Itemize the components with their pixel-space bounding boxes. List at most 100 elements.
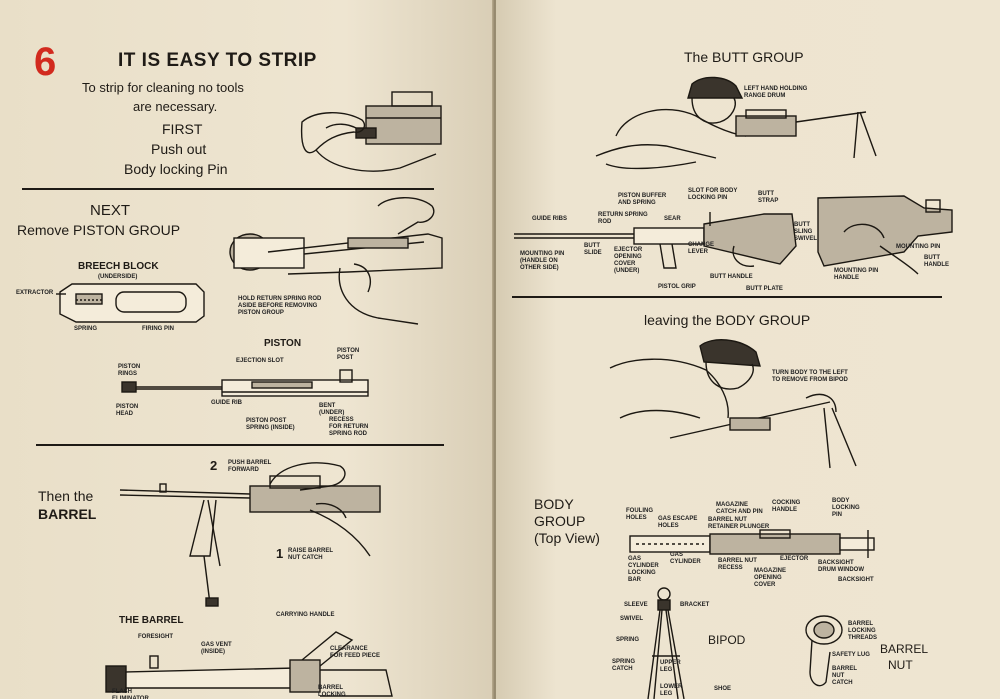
- remove-piston-group-heading: Remove PISTON GROUP: [17, 222, 181, 238]
- barrel-heading: BARREL: [38, 506, 97, 522]
- butt-group-illustration: [514, 212, 797, 269]
- piston-head-label: PISTON HEAD: [116, 404, 139, 417]
- barrel-nut-title-2: NUT: [888, 658, 913, 672]
- piston-post-spring-label: PISTON POST SPRING (INSIDE): [246, 418, 295, 431]
- magazine-opening-cover-label: MAGAZINE OPENING COVER: [754, 568, 786, 588]
- fouling-holes-label: FOULING HOLES: [626, 508, 653, 521]
- section-divider-2: [36, 444, 444, 446]
- push-barrel-forward-label: PUSH BARREL FORWARD: [228, 460, 272, 473]
- turn-body-label: TURN BODY TO THE LEFT TO REMOVE FROM BIP…: [772, 370, 848, 383]
- ejection-slot-label: EJECTION SLOT: [236, 358, 284, 364]
- bracket-label: BRACKET: [680, 602, 710, 608]
- body-group-top-view-illustration: [629, 529, 875, 558]
- barrel-locking-threads-label: BARREL LOCKING THREADS: [318, 685, 346, 698]
- pistol-grip-label: PISTOL GRIP: [658, 284, 696, 290]
- recess-return-label: RECESS FOR RETURN SPRING ROD: [329, 417, 369, 437]
- barrel-nut-catch-label: BARREL NUT CATCH: [832, 666, 857, 686]
- bent-under-label: BENT (UNDER): [319, 403, 345, 416]
- section-number: 6: [34, 40, 57, 84]
- mounting-pin-handle-label: MOUNTING PIN (HANDLE ON OTHER SIDE): [520, 251, 565, 271]
- underside-label: (UNDERSIDE): [98, 274, 138, 280]
- foresight-label: FORESIGHT: [138, 634, 174, 640]
- swivel-label: SWIVEL: [620, 616, 644, 622]
- body-locking-pin-2-label: BODY LOCKING PIN: [832, 498, 860, 518]
- spring-label: SPRING: [74, 326, 98, 332]
- magazine-catch-label: MAGAZINE CATCH AND PIN: [716, 502, 763, 515]
- butt-sling-swivel-label: BUTT SLING SWIVEL: [794, 222, 818, 242]
- butt-strap-label: BUTT STRAP: [758, 191, 779, 204]
- next-heading: NEXT: [90, 202, 131, 219]
- butt-slide-label: BUTT SLIDE: [584, 243, 602, 256]
- raise-barrel-nut-catch-label: RAISE BARREL NUT CATCH: [288, 548, 334, 561]
- hand-pushing-pin-illustration: [300, 91, 442, 172]
- butt-handle-2-label: BUTT HANDLE: [924, 255, 949, 268]
- sleeve-label: SLEEVE: [624, 602, 648, 608]
- piston-rings-label: PISTON RINGS: [118, 364, 141, 377]
- spring-catch-label: SPRING CATCH: [612, 659, 636, 672]
- bipod-title: BIPOD: [708, 633, 746, 647]
- extractor-label: EXTRACTOR: [16, 290, 54, 296]
- page-title: IT IS EASY TO STRIP: [118, 50, 317, 71]
- body-group-title-2: GROUP: [534, 513, 586, 529]
- shoe-label: SHOE: [714, 686, 732, 692]
- left-page: 6 IT IS EASY TO STRIP To strip for clean…: [0, 0, 494, 699]
- intro-line1: To strip for cleaning no tools: [82, 80, 244, 95]
- mounting-pin-handle-2-label: MOUNTING PIN HANDLE: [834, 268, 879, 281]
- barrel-removal-illustration: [119, 462, 381, 607]
- soldier-holding-butt-illustration: [595, 76, 877, 170]
- upper-leg-label: UPPER LEG: [660, 660, 681, 673]
- then-the-heading: Then the: [38, 488, 94, 504]
- gas-cylinder-locking-bar-label: GAS CYLINDER LOCKING BAR: [628, 556, 659, 583]
- piston-label: PISTON: [264, 338, 302, 349]
- barrel-locking-threads-2-label: BARREL LOCKING THREADS: [848, 621, 878, 641]
- flash-eliminator-label: FLASH ELIMINATOR: [112, 689, 149, 699]
- return-spring-rod-label: RETURN SPRING ROD: [598, 212, 648, 225]
- breech-block-label: BREECH BLOCK: [78, 261, 159, 272]
- soldier-removing-body-illustration: [609, 339, 857, 469]
- gas-vent-label: GAS VENT (INSIDE): [201, 642, 232, 655]
- body-group-title-3: (Top View): [534, 530, 600, 546]
- butt-handle-label: BUTT HANDLE: [710, 274, 753, 280]
- barrel-nut-recess-label: BARREL NUT RECESS: [718, 558, 757, 571]
- lower-leg-label: LOWER LEG: [660, 684, 683, 697]
- backsight-drum-window-label: BACKSIGHT DRUM WINDOW: [818, 560, 864, 573]
- barrel-nut-illustration: [805, 615, 843, 687]
- push-out-text: Push out: [151, 141, 207, 157]
- firing-pin-label: FIRING PIN: [142, 326, 175, 332]
- gas-escape-holes-label: GAS ESCAPE HOLES: [658, 516, 698, 529]
- guide-rib-label: GUIDE RIB: [211, 400, 243, 406]
- clearance-label: CLEARANCE FOR FEED PIECE: [330, 646, 381, 659]
- ejector-cover-label: EJECTOR OPENING COVER (UNDER): [614, 247, 643, 274]
- body-locking-pin-text: Body locking Pin: [124, 161, 228, 177]
- bipod-illustration: [647, 587, 685, 699]
- section-divider-1: [22, 188, 434, 190]
- butt-group-heading: The BUTT GROUP: [684, 49, 804, 65]
- barrel-illustration: [105, 631, 393, 697]
- step-1-number: 1: [276, 546, 284, 561]
- butt-side-view-illustration: [817, 195, 953, 275]
- step-2-number: 2: [210, 458, 218, 473]
- right-page: The BUTT GROUP LEFT HAND HOLDING RANGE D…: [496, 0, 1000, 699]
- body-group-title-1: BODY: [534, 496, 574, 512]
- piston-buffer-label: PISTON BUFFER AND SPRING: [618, 193, 667, 206]
- intro-line2: are necessary.: [133, 99, 218, 114]
- guide-ribs-label: GUIDE RIBS: [532, 216, 568, 222]
- hold-return-label: HOLD RETURN SPRING ROD ASIDE BEFORE REMO…: [238, 296, 322, 316]
- left-hand-holding-label: LEFT HAND HOLDING RANGE DRUM: [744, 86, 808, 99]
- section-divider-3: [512, 296, 942, 298]
- the-barrel-label: THE BARREL: [119, 615, 184, 626]
- ejector-label: EJECTOR: [780, 556, 809, 562]
- piston-post-label: PISTON POST: [337, 348, 360, 361]
- piston-illustration: [121, 369, 369, 397]
- spring-2-label: SPRING: [616, 637, 640, 643]
- mounting-pin-label: MOUNTING PIN: [896, 244, 941, 250]
- change-lever-label: CHANGE LEVER: [688, 242, 715, 255]
- leaving-body-heading: leaving the BODY GROUP: [644, 312, 811, 328]
- slot-body-locking-label: SLOT FOR BODY LOCKING PIN: [688, 188, 738, 201]
- gas-cylinder-label: GAS CYLINDER: [670, 552, 701, 565]
- cocking-handle-label: COCKING HANDLE: [772, 500, 801, 513]
- carrying-handle-label: CARRYING HANDLE: [276, 612, 335, 618]
- barrel-nut-title-1: BARREL: [880, 642, 929, 656]
- safety-lug-label: SAFETY LUG: [832, 652, 870, 658]
